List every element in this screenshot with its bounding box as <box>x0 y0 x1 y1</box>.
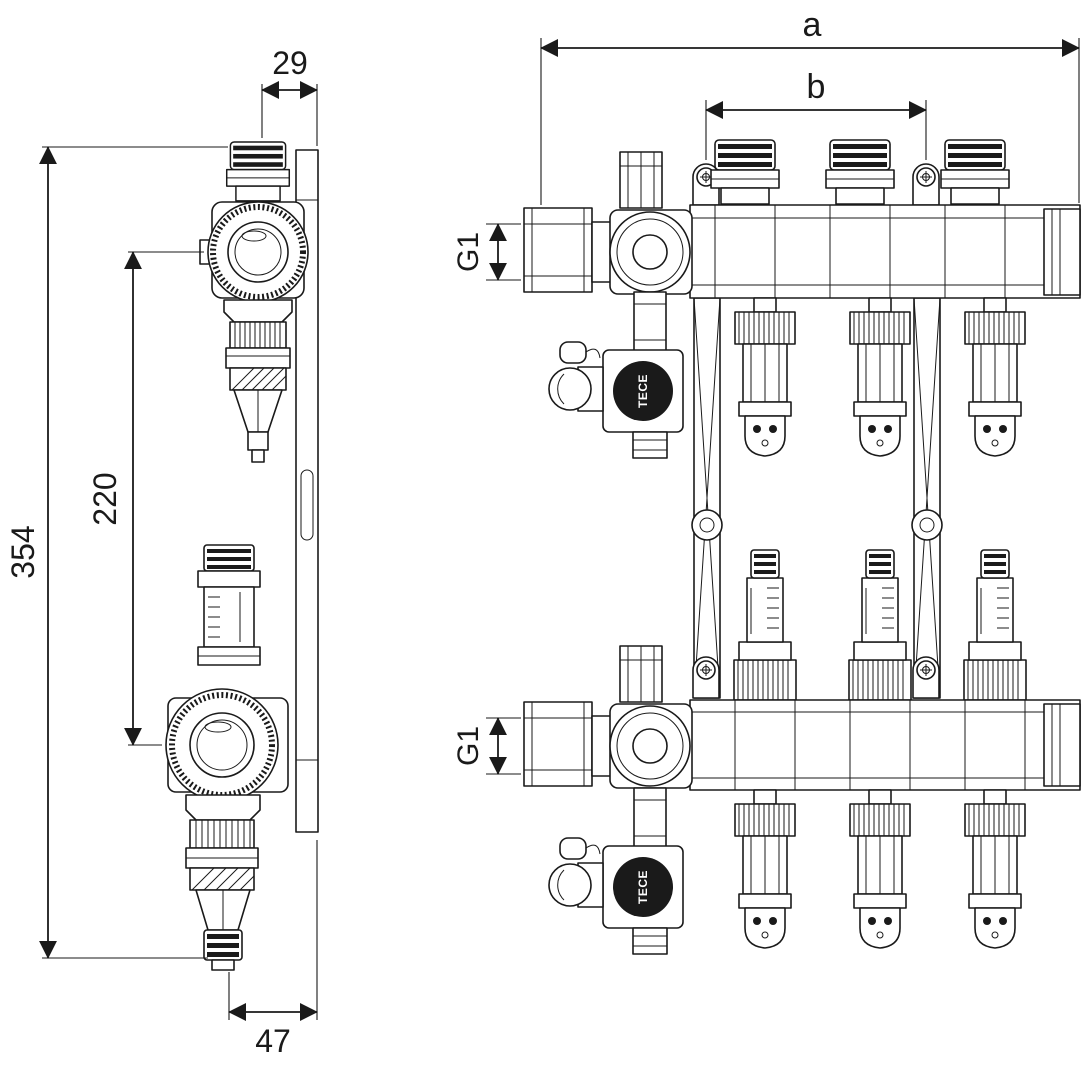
return-bar <box>689 699 1081 791</box>
flow-meter <box>964 789 1026 949</box>
front-view-top-manifold <box>523 139 1081 459</box>
loop-cap <box>940 139 1010 205</box>
dimension-a: a <box>540 6 1080 205</box>
thread-g1-bottom-label: G1 <box>452 726 485 766</box>
end-plug <box>1043 208 1081 296</box>
flow-meter <box>734 297 796 457</box>
front-view: TECE TECE <box>523 139 1081 955</box>
drain-valve-top <box>548 291 684 459</box>
supply-bar <box>689 204 1081 299</box>
side-flow-meter <box>197 544 261 666</box>
balancing-valve <box>848 549 912 701</box>
brand-tece-bottom-label: TECE <box>636 870 650 904</box>
dim-b-label: b <box>807 68 826 106</box>
drain-valve-bottom <box>548 787 684 955</box>
dimension-29: 29 <box>261 45 318 146</box>
union-nut-top <box>523 207 593 293</box>
mounting-ear <box>692 656 720 699</box>
side-bottom-ball-valve <box>165 688 289 802</box>
loop-cap <box>825 139 895 205</box>
bracket-strap-right <box>911 297 943 699</box>
union-nut-bottom <box>523 701 593 787</box>
dimension-b: b <box>705 68 927 160</box>
dim-29-label: 29 <box>272 45 308 81</box>
thread-g1-top-label: G1 <box>452 232 485 272</box>
bracket-strap-left <box>691 297 723 699</box>
dim-354-label: 354 <box>5 525 41 578</box>
mounting-ear <box>912 656 940 699</box>
side-top-ball-valve <box>199 201 309 303</box>
brand-tece-top-label: TECE <box>636 374 650 408</box>
flow-meter <box>734 789 796 949</box>
dim-a-label: a <box>803 6 822 44</box>
mounting-bracket-side <box>295 149 319 833</box>
dim-220-label: 220 <box>87 472 123 525</box>
side-top-valve-train <box>223 299 293 463</box>
dimension-354: 354 <box>5 146 228 959</box>
side-view <box>165 141 319 971</box>
side-bottom-valve-train <box>185 794 261 971</box>
flow-meter <box>849 297 911 457</box>
dimensions: 29 354 220 47 a b <box>5 6 1080 1059</box>
dimension-220: 220 <box>87 251 204 746</box>
dimension-47: 47 <box>228 840 318 1059</box>
end-plug <box>1043 703 1081 787</box>
loop-cap <box>710 139 780 205</box>
side-top-cap <box>225 141 291 202</box>
dimension-g1-bottom: G1 <box>452 717 521 775</box>
dimension-g1-top: G1 <box>452 223 521 281</box>
front-view-bottom-manifold <box>523 549 1081 955</box>
balancing-valve <box>733 549 797 701</box>
flow-meter <box>849 789 911 949</box>
balancing-valve <box>963 549 1027 701</box>
flow-meter <box>964 297 1026 457</box>
mounting-ear <box>912 163 940 206</box>
dim-47-label: 47 <box>255 1023 291 1059</box>
